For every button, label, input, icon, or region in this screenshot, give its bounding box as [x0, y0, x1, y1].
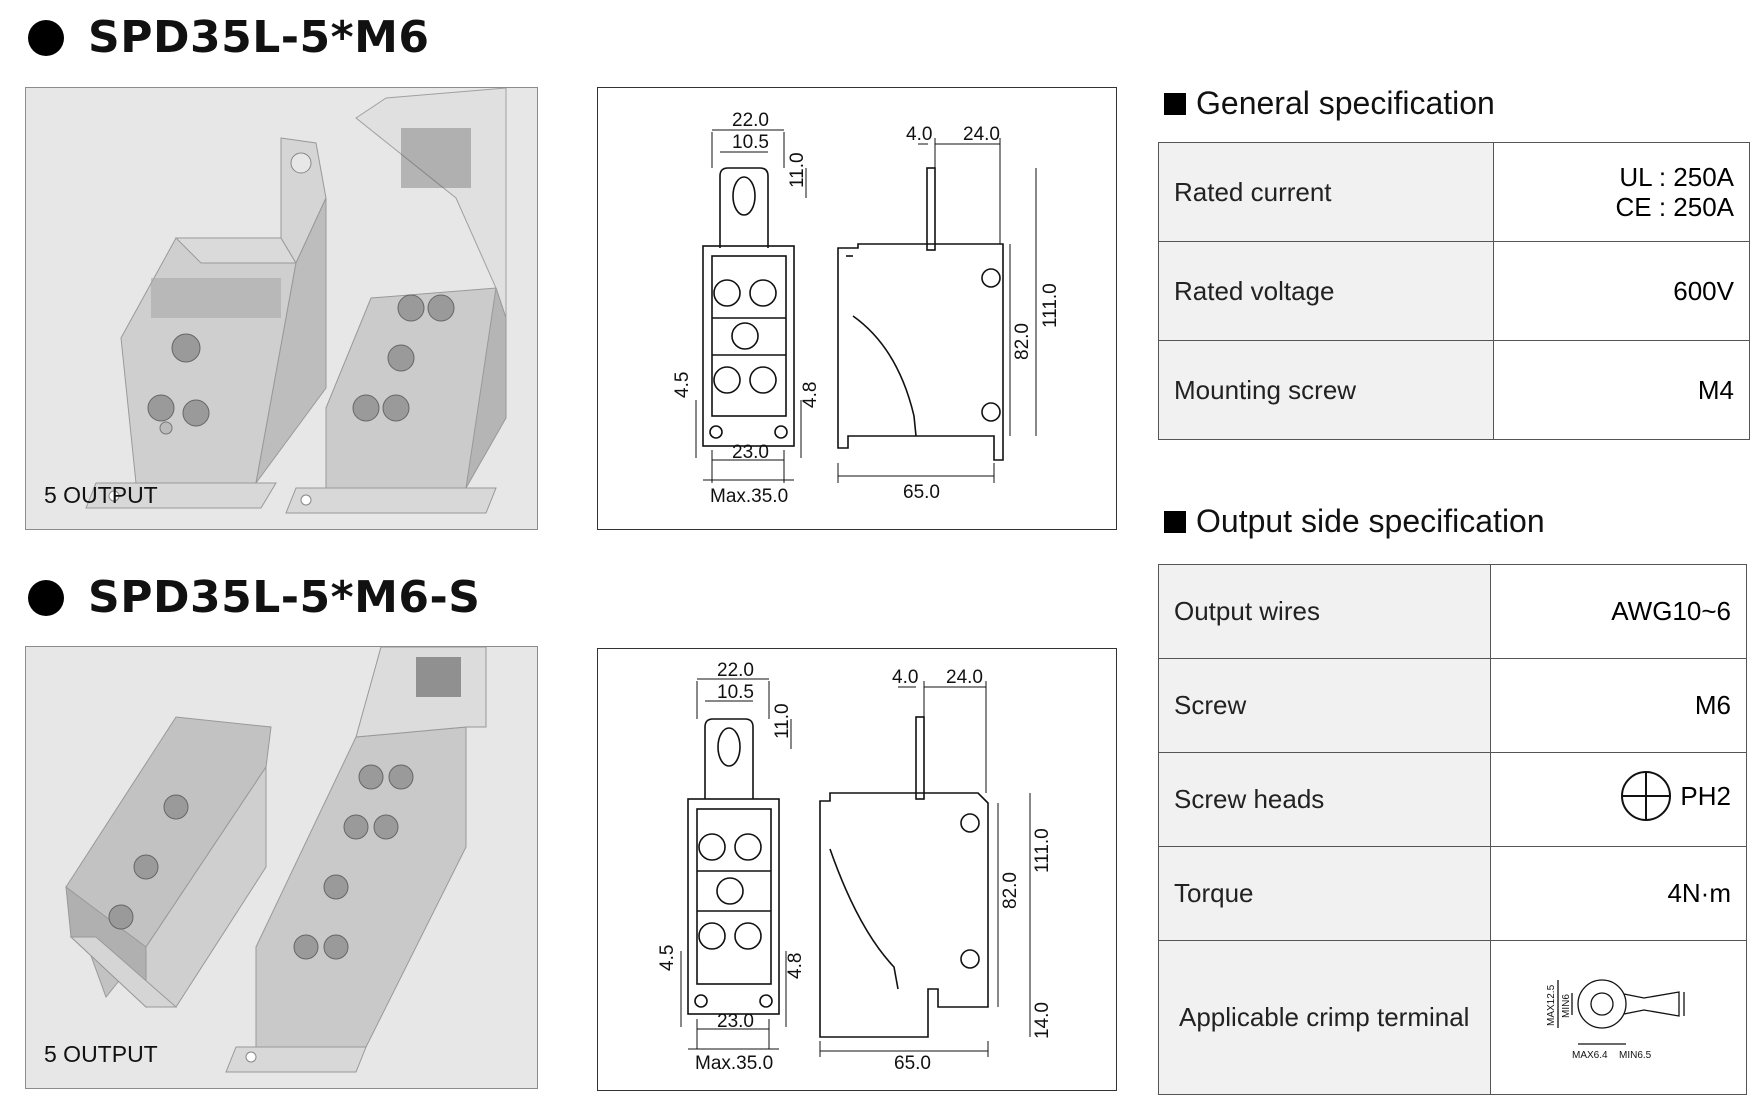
dim-label: 82.0 — [1000, 872, 1021, 909]
spec-row: Applicable crimp terminal MAX12.5 MIN6 M… — [1158, 940, 1747, 1095]
general-spec-table: Rated current UL : 250A CE : 250A Rated … — [1158, 142, 1750, 440]
crimp-dim-label: MAX12.5 — [1546, 984, 1557, 1026]
dim-label: 22.0 — [717, 660, 754, 681]
output-count-label: 5 OUTPUT — [44, 482, 158, 508]
dimension-drawing-svg: 22.0 10.5 11.0 4.5 4.8 23.0 Max.35.0 4.0… — [657, 660, 1053, 1074]
dim-label: 4.8 — [800, 382, 821, 408]
dim-label: 10.5 — [717, 682, 754, 703]
crimp-dim-label: MIN6 — [1561, 994, 1572, 1018]
dim-label: Max.35.0 — [710, 486, 788, 507]
dim-label: 4.0 — [906, 124, 932, 145]
product-title-text: SPD35L-5*M6 — [88, 12, 430, 63]
dim-label: 4.0 — [892, 667, 918, 688]
spec-row: Rated current UL : 250A CE : 250A — [1158, 142, 1750, 242]
dim-label: 65.0 — [894, 1053, 931, 1074]
dim-label: Max.35.0 — [695, 1053, 773, 1074]
spec-value: MAX12.5 MIN6 MAX6.4 MIN6.5 — [1490, 940, 1747, 1095]
spec-label: Mounting screw — [1158, 340, 1494, 440]
output-spec-heading: Output side specification — [1164, 503, 1545, 540]
spec-label: Screw heads — [1158, 752, 1491, 847]
spec-label: Rated current — [1158, 142, 1494, 242]
dim-label: 24.0 — [963, 124, 1000, 145]
output-spec-title: Output side specification — [1196, 503, 1545, 539]
phillips-head-icon — [1621, 771, 1672, 821]
square-bullet-icon — [1164, 92, 1186, 115]
spec-value: PH2 — [1490, 752, 1747, 847]
spec-value: UL : 250A CE : 250A — [1493, 142, 1750, 242]
dimension-drawing: 22.0 10.5 11.0 4.5 4.8 23.0 Max.35.0 4.0… — [597, 87, 1117, 530]
spec-value-line: CE : 250A — [1615, 192, 1734, 222]
dim-label: 11.0 — [787, 152, 808, 188]
dim-label: 4.8 — [785, 953, 806, 979]
dimension-drawing: 22.0 10.5 11.0 4.5 4.8 23.0 Max.35.0 4.0… — [597, 648, 1117, 1091]
square-bullet-icon — [1164, 510, 1186, 533]
general-spec-title: General specification — [1196, 85, 1495, 121]
spec-value: M6 — [1490, 658, 1747, 753]
crimp-terminal-icon: MAX12.5 MIN6 MAX6.4 MIN6.5 — [1546, 979, 1685, 1061]
screw-head-value: PH2 — [1680, 780, 1731, 811]
dim-label: 11.0 — [772, 703, 793, 739]
spec-label: Torque — [1158, 846, 1491, 941]
crimp-dim-label: MIN6.5 — [1619, 1050, 1652, 1061]
spec-label: Rated voltage — [1158, 241, 1494, 341]
spec-value: M4 — [1493, 340, 1750, 440]
product-title: SPD35L-5*M6-S — [28, 572, 480, 623]
dim-label: 23.0 — [732, 442, 769, 463]
spec-row: Mounting screw M4 — [1158, 340, 1750, 440]
product-title: SPD35L-5*M6 — [28, 12, 430, 63]
product-photo: 5 OUTPUT — [25, 646, 538, 1089]
dim-label: 24.0 — [946, 667, 983, 688]
dimension-drawing-svg: 22.0 10.5 11.0 4.5 4.8 23.0 Max.35.0 4.0… — [672, 110, 1061, 507]
spec-row: Screw heads PH2 — [1158, 752, 1747, 847]
dim-label: 23.0 — [717, 1011, 754, 1032]
spec-value: 600V — [1493, 241, 1750, 341]
dim-label: 22.0 — [732, 110, 769, 131]
spec-value: 4N·m — [1490, 846, 1747, 941]
spec-row: Torque 4N·m — [1158, 846, 1747, 941]
spec-row: Screw M6 — [1158, 658, 1747, 753]
dim-label: 111.0 — [1032, 828, 1053, 873]
spec-value: AWG10~6 — [1490, 564, 1747, 659]
dim-label: 65.0 — [903, 482, 940, 503]
output-count-label: 5 OUTPUT — [44, 1041, 158, 1067]
terminal-block-photo-illustration — [65, 647, 487, 1073]
terminal-block-photo-illustration — [85, 88, 507, 514]
dim-label: 4.5 — [672, 372, 693, 398]
spec-row: Output wires AWG10~6 — [1158, 564, 1747, 659]
dim-label: 14.0 — [1032, 1002, 1053, 1039]
spec-row: Rated voltage 600V — [1158, 241, 1750, 341]
bullet-icon — [28, 19, 64, 56]
product-title-text: SPD35L-5*M6-S — [88, 572, 481, 623]
output-spec-table: Output wires AWG10~6 Screw M6 Screw head… — [1158, 564, 1747, 1095]
crimp-dim-label: MAX6.4 — [1572, 1050, 1608, 1061]
dim-label: 82.0 — [1012, 323, 1033, 360]
dim-label: 4.5 — [657, 945, 678, 971]
product-photo: 5 OUTPUT — [25, 87, 538, 530]
spec-label: Output wires — [1158, 564, 1491, 659]
bullet-icon — [28, 579, 64, 616]
spec-label: Applicable crimp terminal — [1158, 940, 1491, 1095]
dim-label: 111.0 — [1040, 283, 1061, 328]
dim-label: 10.5 — [732, 132, 769, 153]
spec-value-line: UL : 250A — [1619, 162, 1734, 192]
spec-label: Screw — [1158, 658, 1491, 753]
general-spec-heading: General specification — [1164, 85, 1495, 122]
